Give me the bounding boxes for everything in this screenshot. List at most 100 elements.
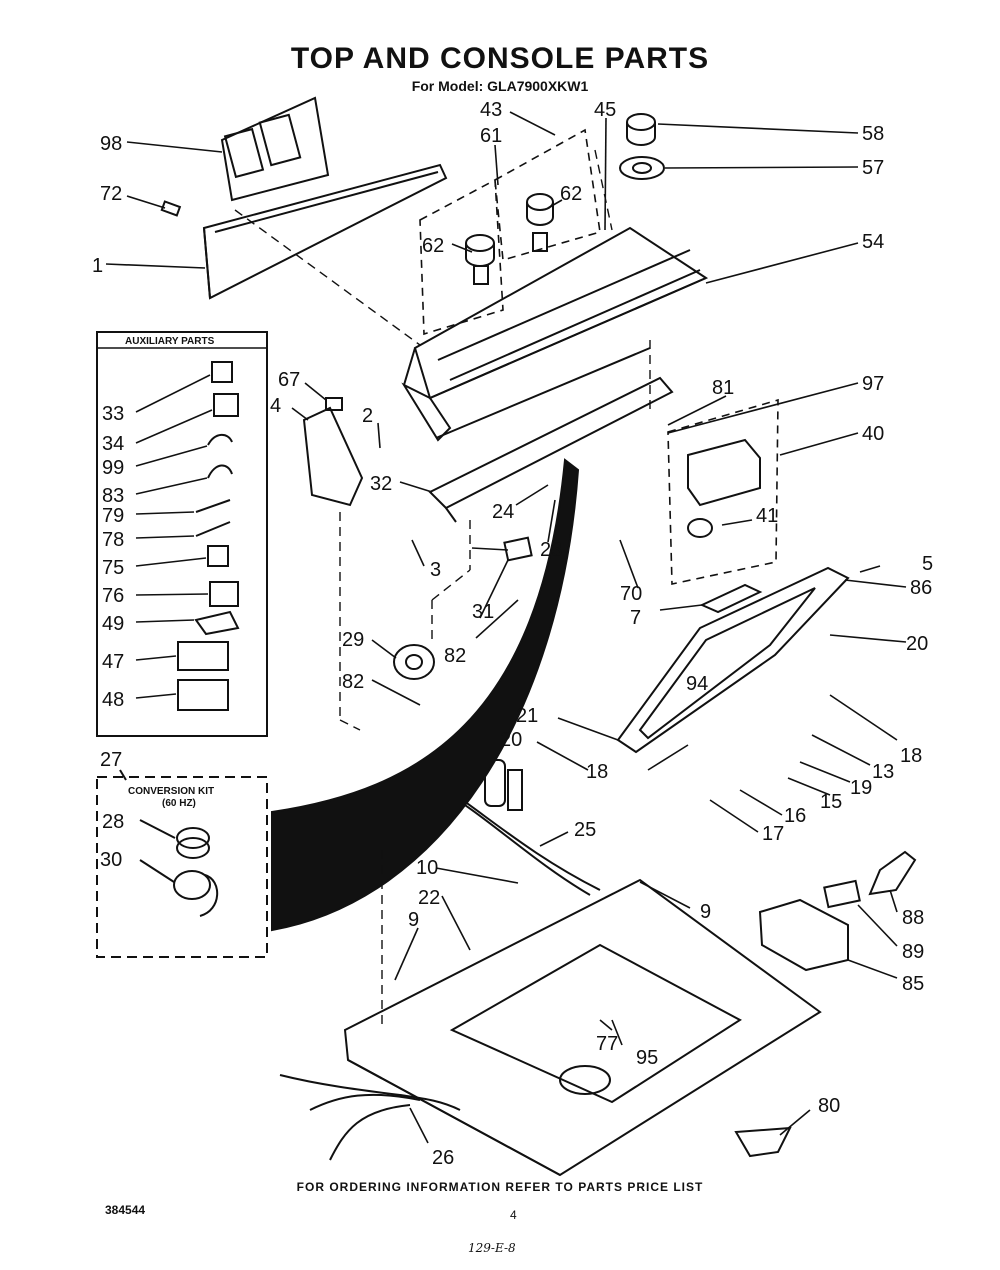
callout-43: 43 [480,99,502,121]
callout-9a: 9 [700,901,711,923]
callout-2: 2 [362,405,373,427]
callout-7: 7 [630,607,641,629]
auxiliary-part-icons [177,361,240,711]
console-housing-part-54 [401,226,709,442]
end-cap-part-4 [302,406,364,507]
callout-62a: 62 [422,235,444,257]
control-knob-part-62 [465,193,554,285]
callout-33: 33 [102,403,124,425]
lid-part-7 [699,583,763,614]
callout-86: 86 [910,577,932,599]
callout-70: 70 [620,583,642,605]
callout-57: 57 [862,157,884,179]
wire-shroud-sweep [271,458,580,932]
switch-part-89 [823,879,861,909]
conversion-kit-box [96,776,268,958]
callout-61: 61 [480,125,502,147]
callout-78: 78 [102,529,124,551]
callout-88: 88 [902,907,924,929]
callout-99: 99 [102,457,124,479]
switch-part-41 [687,438,761,538]
callout-24: 24 [492,501,514,523]
lid-frame-part-21 [616,566,850,754]
screw-part-72 [160,200,182,217]
mounting-bracket-part-32 [428,347,674,523]
callout-5: 5 [922,553,933,575]
callout-10: 10 [416,857,438,879]
console-panel-part-1 [202,163,448,300]
callout-18b: 18 [586,761,608,783]
callout-34: 34 [102,433,124,455]
callout-80: 80 [818,1095,840,1117]
callout-28: 28 [102,811,124,833]
callout-75: 75 [102,557,124,579]
callout-77: 77 [596,1033,618,1055]
clip-part-67 [325,397,343,411]
callout-labels: 98 72 1 43 61 45 62 62 58 57 54 67 4 2 3… [92,99,933,1169]
callout-17: 17 [762,823,784,845]
callout-22: 22 [418,887,440,909]
callout-81: 81 [712,377,734,399]
callout-25: 25 [574,819,596,841]
ordering-note: FOR ORDERING INFORMATION REFER TO PARTS … [296,1180,704,1194]
callout-48: 48 [102,689,124,711]
auxiliary-parts-box [96,331,268,737]
callout-79: 79 [102,505,124,527]
conversion-kit-title: CONVERSION KIT [128,786,214,797]
callout-23: 23 [540,539,562,561]
callout-83: 83 [102,485,124,507]
auxiliary-parts-title: AUXILIARY PARTS [125,336,215,347]
conversion-kit-subtitle: (60 HZ) [162,798,196,809]
timer-motor-part-29 [393,644,435,680]
callout-20b: 20 [500,729,522,751]
callout-18a: 18 [900,745,922,767]
callout-58: 58 [862,123,884,145]
callout-82b: 82 [342,671,364,693]
callout-15: 15 [820,791,842,813]
page-number: 4 [510,1208,517,1222]
callout-41: 41 [756,505,778,527]
callout-67: 67 [278,369,300,391]
callout-97: 97 [862,373,884,395]
callout-4: 4 [270,395,281,417]
callout-54: 54 [862,231,884,253]
wiring-harness-part-26 [279,1074,461,1161]
callout-94: 94 [686,673,708,695]
switch-part-31 [503,536,533,562]
cabinet-top-part-22 [343,878,822,1177]
callout-29: 29 [342,629,364,651]
callout-9b: 9 [408,909,419,931]
callout-1: 1 [92,255,103,277]
timer-knob-part-58 [626,113,656,146]
callout-27: 27 [100,749,122,771]
callout-49: 49 [102,613,124,635]
callout-32: 32 [370,473,392,495]
callout-19: 19 [850,777,872,799]
callout-72: 72 [100,183,122,205]
model-subtitle: For Model: GLA7900XKW1 [411,78,589,94]
callout-98: 98 [100,133,122,155]
callout-26: 26 [432,1147,454,1169]
callout-76: 76 [102,585,124,607]
callout-40: 40 [862,423,884,445]
switch-group-bracket-40 [667,398,779,585]
callout-82a: 82 [444,645,466,667]
callout-16: 16 [784,805,806,827]
knob-skirt-part-57 [619,156,665,180]
leader-lines [105,111,907,1144]
callout-85: 85 [902,973,924,995]
callout-21: 21 [516,705,538,727]
callout-13: 13 [872,761,894,783]
bleach-cup-part-80 [734,1126,792,1158]
handwritten-note: 129-E-8 [468,1241,516,1255]
document-number: 384544 [105,1203,146,1217]
callout-95: 95 [636,1047,658,1069]
callout-31: 31 [472,601,494,623]
callout-3: 3 [430,559,441,581]
callout-30: 30 [100,849,122,871]
callout-47: 47 [102,651,124,673]
callout-62b: 62 [560,183,582,205]
page-title: TOP AND CONSOLE PARTS [290,42,710,75]
auxiliary-leaders [135,374,213,699]
